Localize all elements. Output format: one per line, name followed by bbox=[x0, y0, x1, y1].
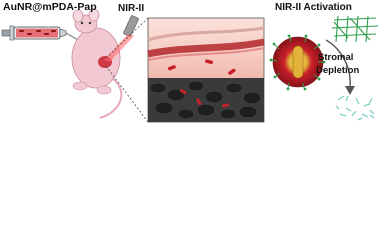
arrow-icon bbox=[325, 39, 355, 95]
mouse-icon bbox=[71, 8, 123, 119]
syringe-icon bbox=[1, 25, 79, 41]
nanoparticle-icon bbox=[269, 34, 326, 91]
illustration bbox=[1, 8, 378, 123]
title-label: AuNR@mPDA-Pap bbox=[3, 1, 97, 13]
activation-label: NIR-II Activation bbox=[275, 2, 352, 13]
stroma-mesh bbox=[331, 15, 378, 43]
tumor-tissue-panel bbox=[147, 17, 265, 123]
laser-icon bbox=[104, 15, 139, 62]
nir-label: NIR-II bbox=[118, 3, 145, 14]
stromal-label: Stromal bbox=[318, 52, 354, 63]
depletion-label: Depletion bbox=[316, 65, 360, 76]
stroma-fragments bbox=[335, 95, 375, 121]
figure-canvas: AuNR@mPDA-Pap NIR-II NIR-II Activation S… bbox=[0, 0, 378, 124]
